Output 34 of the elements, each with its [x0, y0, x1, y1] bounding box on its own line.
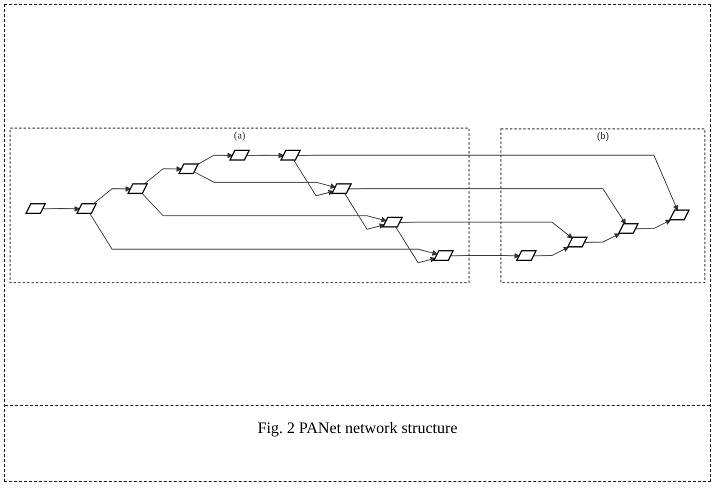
- arrow: [450, 252, 520, 258]
- arrow: [395, 226, 436, 263]
- node-parallelogram: [330, 182, 352, 194]
- arrow: [298, 154, 678, 210]
- arrow: [246, 152, 284, 158]
- arrow: [584, 232, 620, 242]
- arrow: [348, 188, 626, 224]
- node-parallelogram: [25, 202, 46, 214]
- arrow: [194, 171, 336, 188]
- arrow: [533, 246, 569, 256]
- node-parallelogram: [566, 236, 588, 248]
- node-parallelogram: [618, 222, 639, 234]
- arrow: [400, 221, 573, 238]
- arrow: [293, 159, 334, 196]
- arrow: [92, 186, 131, 204]
- node-parallelogram: [280, 149, 302, 160]
- node-parallelogram: [76, 202, 98, 214]
- arrow: [198, 152, 233, 164]
- arrow: [42, 206, 80, 212]
- arrow: [90, 212, 438, 256]
- node-parallelogram: [178, 162, 200, 174]
- arrow: [344, 192, 385, 230]
- cluster: (a): [10, 127, 470, 283]
- node-parallelogram: [516, 250, 537, 261]
- arrow: [144, 166, 182, 184]
- figure-caption: Fig. 2 PANet network structure: [258, 420, 458, 437]
- arrow: [635, 219, 671, 229]
- node-parallelogram: [382, 216, 404, 228]
- node-parallelogram: [127, 182, 148, 194]
- arrow: [142, 192, 387, 222]
- node-parallelogram: [228, 149, 250, 160]
- node-parallelogram: [432, 250, 454, 261]
- cluster: (b): [500, 128, 706, 283]
- node-parallelogram: [668, 209, 690, 220]
